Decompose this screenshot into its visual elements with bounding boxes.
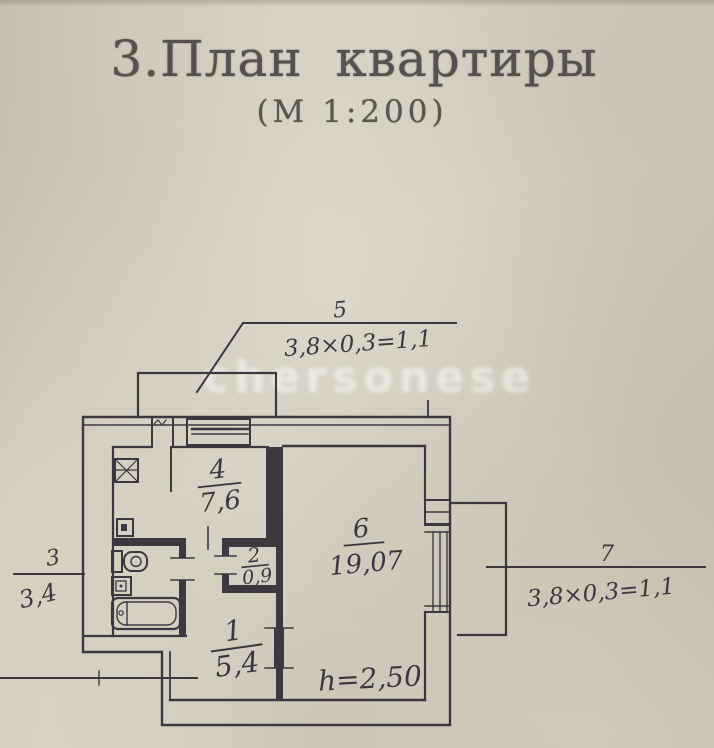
- label-room-4: 4 7,6: [197, 454, 242, 519]
- door-leaf-living: [274, 628, 284, 668]
- label-balcony-5: 5 3,8×0,3=1,1: [283, 297, 433, 362]
- watermark: chersonese: [203, 352, 536, 403]
- balcony-5-dims: 3,8×0,3=1,1: [283, 326, 433, 362]
- wall-closet-left-top: [222, 546, 229, 556]
- room-2-number: 2: [245, 542, 261, 567]
- balcony-door-icon: [151, 417, 174, 492]
- room-1-area: 5,4: [213, 645, 262, 684]
- room-2-area: 0,9: [241, 564, 273, 589]
- label-room-6: 6 19,07: [328, 514, 405, 583]
- balcony-top-outline: [136, 371, 278, 419]
- balcony-7-number: 7: [600, 542, 614, 567]
- wall-bath-right-top: [179, 546, 186, 558]
- room-6-area: 19,07: [328, 546, 405, 582]
- balcony-right-outline: [450, 501, 508, 637]
- bathtub-icon: [110, 596, 182, 631]
- meter-box-icon: [116, 518, 134, 537]
- wall-closet-bottom: [222, 585, 283, 593]
- room-3-area: 3,4: [16, 578, 60, 614]
- wall-hall-living-lower: [276, 668, 283, 700]
- wall-bath-right-bottom: [179, 580, 186, 636]
- ceiling-height-note: h=2,50: [317, 659, 422, 697]
- room-4-number: 4: [207, 454, 228, 486]
- kitchen-window-icon: [186, 418, 251, 446]
- label-room-2: 2 0,9: [241, 542, 273, 589]
- living-window-icon: [424, 499, 451, 613]
- label-balcony-7: 7 3,8×0,3=1,1: [526, 542, 676, 612]
- room-labels: 4 7,6 2 0,9 1 5,4 6 19,07: [16, 297, 676, 697]
- page-title: 3.План квартиры: [110, 30, 598, 88]
- room-4-area: 7,6: [198, 485, 242, 519]
- door-openings: [170, 526, 294, 669]
- room-3-number: 3: [44, 545, 61, 572]
- sink-icon: [111, 576, 132, 596]
- floor-plan: 4 7,6 2 0,9 1 5,4 6 19,07: [0, 297, 706, 727]
- interior-walls: [113, 447, 284, 700]
- wall-kitchen-bath: [113, 538, 186, 546]
- toilet-icon: [111, 550, 148, 573]
- leader-balcony-top-diagonal: [195, 321, 245, 394]
- label-room-3: 3 3,4: [16, 545, 62, 614]
- balcony-5-number: 5: [332, 297, 348, 323]
- balcony-7-dims: 3,8×0,3=1,1: [526, 574, 676, 613]
- wall-kitchen-living: [266, 447, 283, 546]
- room-6-number: 6: [352, 514, 371, 545]
- wall-closet-left-bottom: [222, 574, 229, 587]
- wall-hall-living-upper: [276, 546, 283, 628]
- leader-lines: [0, 321, 706, 686]
- room-1-number: 1: [222, 613, 244, 648]
- scale-note: (М 1:200): [256, 94, 448, 130]
- label-room-1: 1 5,4: [210, 613, 263, 684]
- wall-kitchen-closet: [222, 538, 283, 547]
- stove-icon: [114, 458, 139, 483]
- outer-wall: [81, 400, 452, 727]
